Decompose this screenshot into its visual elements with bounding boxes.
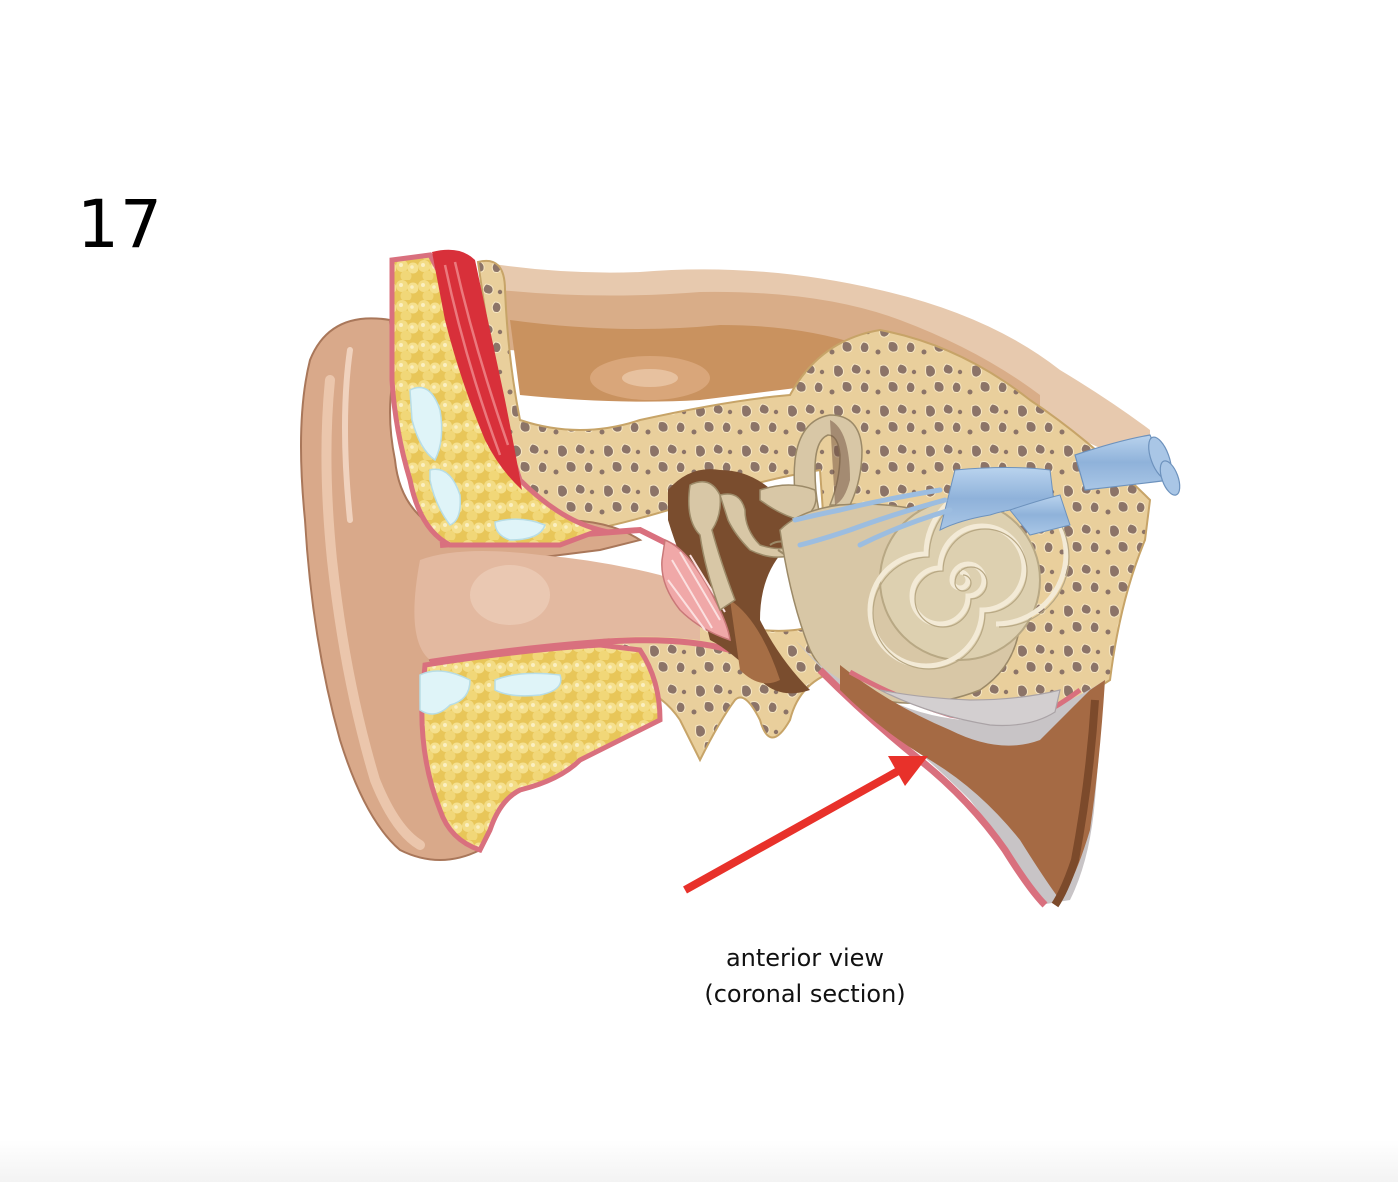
bottom-edge-gradient bbox=[0, 1140, 1398, 1182]
cochlea bbox=[779, 481, 1070, 705]
figure-caption: anterior view (coronal section) bbox=[655, 940, 955, 1012]
pointer-arrow bbox=[683, 756, 928, 894]
caption-line-2: (coronal section) bbox=[704, 980, 906, 1008]
vestibulocochlear-nerve bbox=[792, 434, 1181, 548]
eustachian-tube bbox=[795, 640, 1105, 908]
slide-number: 17 bbox=[77, 186, 163, 263]
lower-cartilage-fat bbox=[419, 642, 663, 854]
eardrum bbox=[661, 538, 731, 642]
ossicles bbox=[688, 480, 736, 612]
caption-line-1: anterior view bbox=[725, 944, 885, 972]
